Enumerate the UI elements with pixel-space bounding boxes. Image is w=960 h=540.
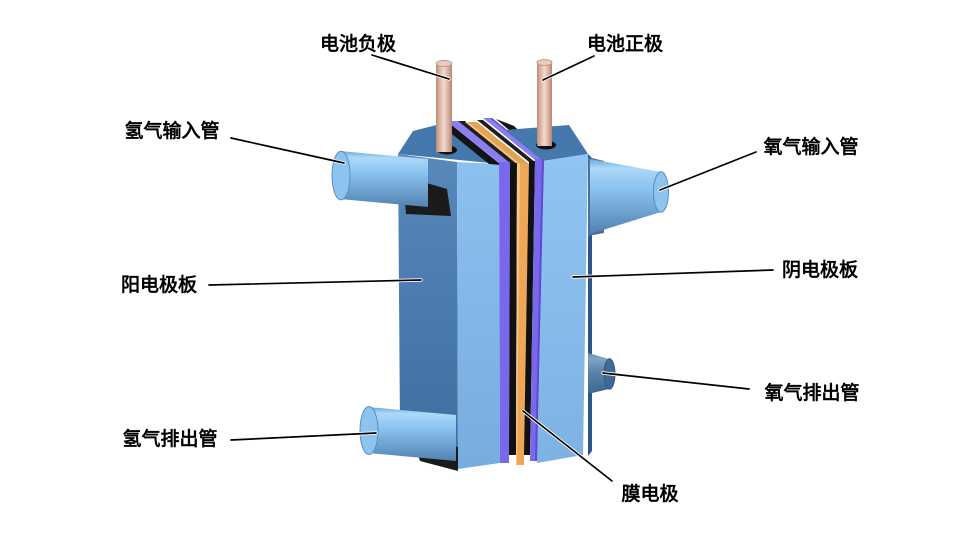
label-battery-negative: 电池负极 [320, 32, 397, 55]
oxygen-outlet-pipe-body [588, 353, 609, 394]
leader-cathode-plate [572, 269, 774, 278]
oxygen-inlet-pipe-cap [653, 171, 669, 213]
label-oxygen-inlet: 氧气输入管 [763, 135, 858, 158]
negative-rod-body [436, 63, 452, 152]
label-hydrogen-inlet: 氢气输入管 [124, 119, 219, 142]
negative-rod-top-cap [435, 60, 453, 67]
positive-rod-body [537, 62, 552, 146]
labels: 电池负极 电池正极 氢气输入管 氧气输入管 阳电极板 阴电极板 氧气排出管 氢气… [121, 32, 860, 505]
leader-lines [207, 53, 775, 483]
hydrogen-outlet-pipe-cap [359, 406, 379, 455]
hydrogen-inlet-pipe [331, 150, 451, 216]
membrane-black-right-layer [524, 161, 535, 455]
membrane-purple-left-top [447, 121, 510, 163]
leader-anode-plate [208, 279, 422, 286]
positive-rod-top-cap [536, 59, 553, 66]
membrane-black-left-top [458, 121, 517, 163]
negative-electrode-rod [435, 60, 457, 155]
hydrogen-inlet-pipe-body [340, 151, 428, 207]
leader-battery-negative [371, 54, 450, 80]
membrane-black-left-layer [509, 163, 517, 455]
label-hydrogen-outlet: 氢气排出管 [122, 427, 217, 450]
label-battery-positive: 电池正极 [587, 32, 664, 55]
membrane-purple-right-layer-edge [535, 159, 544, 461]
hydrogen-outlet-pipe-body [368, 407, 456, 461]
leader-membrane-electrode [522, 410, 613, 482]
anode-plate [398, 122, 500, 469]
positive-electrode-rod [536, 59, 556, 150]
label-oxygen-outlet: 氧气排出管 [764, 381, 859, 404]
membrane-purple-left-layer [499, 162, 510, 463]
leader-battery-positive [542, 55, 595, 81]
leader-hydrogen-inlet [230, 137, 345, 164]
anode-plate-side-face [398, 154, 458, 469]
anode-membrane-gap-shadow [437, 122, 501, 165]
leader-oxygen-inlet [659, 151, 757, 191]
membrane-purple-right-top [483, 118, 544, 160]
label-membrane-electrode: 膜电极 [620, 482, 679, 505]
cathode-plate-front-face [537, 154, 588, 463]
hydrogen-outlet-pipe [359, 406, 458, 471]
leader-hydrogen-outlet [230, 432, 377, 441]
membrane-orange-top-highlight [465, 122, 520, 164]
membrane-black-right-top [477, 120, 535, 162]
oxygen-inlet-pipe-body [590, 159, 661, 234]
anode-plate-front-face [457, 162, 500, 469]
label-anode-plate: 阳电极板 [121, 273, 198, 296]
label-cathode-plate: 阴电极板 [782, 258, 859, 281]
membrane-orange-layer-highlight [516, 164, 520, 465]
leader-oxygen-outlet [602, 372, 750, 390]
membrane-stack-front [499, 159, 544, 465]
oxygen-inlet-pipe [588, 157, 669, 236]
hydrogen-inlet-pipe-cap [331, 150, 351, 201]
